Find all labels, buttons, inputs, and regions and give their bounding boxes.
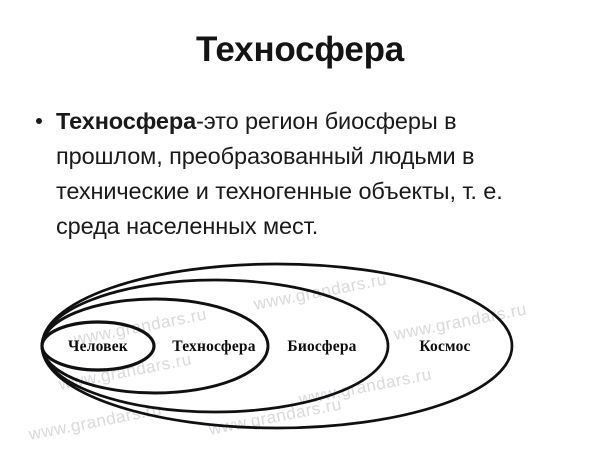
zone-label-tehnosfera: Техносфера xyxy=(172,338,255,355)
watermark-text: www.grandars.ru xyxy=(251,270,388,315)
page-title: Техносфера xyxy=(195,30,405,69)
bullet-text: Техносфера-это регион биосферы в прошлом… xyxy=(56,104,548,244)
ellipse-chelovek xyxy=(40,320,156,372)
bullet-dot-icon xyxy=(36,118,42,124)
body-content: Техносфера-это регион биосферы в прошлом… xyxy=(28,104,548,244)
zone-label-kosmos: Космос xyxy=(419,338,470,355)
zone-label-biosfera: Биосфера xyxy=(287,338,356,355)
list-item: Техносфера-это регион биосферы в прошлом… xyxy=(28,104,548,244)
nested-ellipses-diagram: www.grandars.ru www.grandars.ru www.gran… xyxy=(0,255,600,450)
watermark-text: www.grandars.ru xyxy=(296,365,433,410)
bullet-lead-term: Техносфера xyxy=(56,108,197,134)
bullet-rest-text: -это регион биосферы в прошлом, преобраз… xyxy=(56,108,503,239)
zone-label-chelovek: Человек xyxy=(68,338,128,355)
